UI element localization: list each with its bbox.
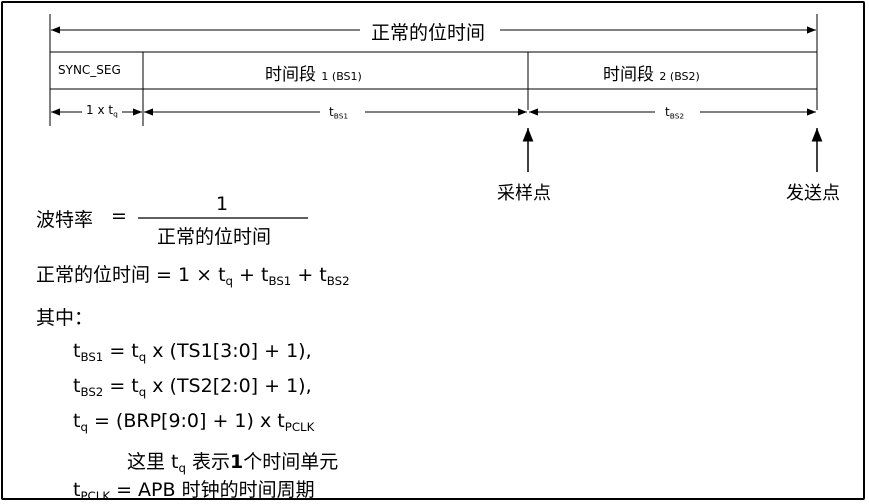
sync-seg-label: SYNC_SEG xyxy=(58,63,121,77)
bit-time-formula: 正常的位时间 = 1 × tq + tBS1 + tBS2 xyxy=(36,260,350,288)
tq-formula: tq = (BRP[9:0] + 1) x tPCLK xyxy=(73,410,314,434)
tbs2-q: q xyxy=(138,385,147,400)
time-unit-note: 这里 tq 表示1个时间单元 xyxy=(127,447,338,475)
baud-rate-numerator: 1 xyxy=(216,193,229,215)
tq-duration-sub: q xyxy=(113,109,118,119)
segment-bar xyxy=(49,51,818,90)
bit-time-q: q xyxy=(225,274,234,289)
tbs1-eq: = t xyxy=(103,340,139,362)
bs1-duration-label: tBS1 xyxy=(329,105,348,121)
bs1-duration-t: t xyxy=(329,105,334,119)
where-label: 其中： xyxy=(36,307,94,329)
bs2-duration-label: tBS2 xyxy=(665,105,684,121)
tq-sub: q xyxy=(80,420,88,435)
tpclk-formula: tPCLK = APB 时钟的时间周期 xyxy=(73,475,315,503)
bs2-segment-label: 时间段 2 (BS2) xyxy=(603,60,700,85)
tq-t: t xyxy=(73,410,81,432)
tbs2-formula: tBS2 = tq x (TS2[2:0] + 1), xyxy=(73,375,312,399)
baud-rate-label: 波特率 xyxy=(36,209,94,231)
tq-pclk: PCLK xyxy=(284,420,315,435)
total-bit-time-label: 正常的位时间 xyxy=(365,18,492,45)
note-bold: 1 xyxy=(230,451,244,473)
tbs2-t: t xyxy=(73,375,81,397)
bit-time-plus2: + t xyxy=(291,264,327,286)
bit-time-plus1: + t xyxy=(233,264,269,286)
bs2-duration-t: t xyxy=(665,105,670,119)
tbs2-sub: BS2 xyxy=(80,385,104,400)
tq-duration-label: 1 x tq xyxy=(86,103,118,119)
tpclk-t: t xyxy=(73,479,81,501)
tbs1-q: q xyxy=(138,350,147,365)
note-post: 个时间单元 xyxy=(243,451,339,473)
tbs2-rest: x (TS2[2:0] + 1), xyxy=(146,375,312,397)
tbs1-sub: BS1 xyxy=(80,350,104,365)
bs2-duration-sub: BS2 xyxy=(669,111,685,121)
bs2-segment-tag: 2 (BS2) xyxy=(659,70,700,83)
bs1-segment-tag: 1 (BS1) xyxy=(321,70,362,83)
tq-duration-prefix: 1 x t xyxy=(86,103,114,117)
baud-rate-denominator: 正常的位时间 xyxy=(157,226,272,248)
note-q: q xyxy=(178,461,186,476)
bit-time-lhs: 正常的位时间 = 1 × t xyxy=(36,264,226,286)
transmit-point-label: 发送点 xyxy=(786,183,840,204)
tbs1-formula: tBS1 = tq x (TS1[3:0] + 1), xyxy=(73,340,312,364)
bs1-duration-sub: BS1 xyxy=(333,111,349,121)
tpclk-rest: = APB 时钟的时间周期 xyxy=(110,479,315,501)
tbs1-t: t xyxy=(73,340,81,362)
note-pre: 这里 t xyxy=(127,451,179,473)
note-mid: 表示 xyxy=(185,451,231,473)
tq-rest: = (BRP[9:0] + 1) x t xyxy=(87,410,285,432)
bs1-segment-main: 时间段 xyxy=(265,65,316,85)
bit-time-bs1: BS1 xyxy=(268,274,292,289)
tbs1-rest: x (TS1[3:0] + 1), xyxy=(146,340,312,362)
baud-rate-equals: = xyxy=(111,205,127,227)
tpclk-sub: PCLK xyxy=(80,489,111,504)
tbs2-eq: = t xyxy=(103,375,139,397)
sample-point-label: 采样点 xyxy=(497,183,551,204)
bit-time-bs2: BS2 xyxy=(326,274,350,289)
bs2-segment-main: 时间段 xyxy=(603,65,654,85)
bs1-segment-label: 时间段 1 (BS1) xyxy=(265,60,362,85)
